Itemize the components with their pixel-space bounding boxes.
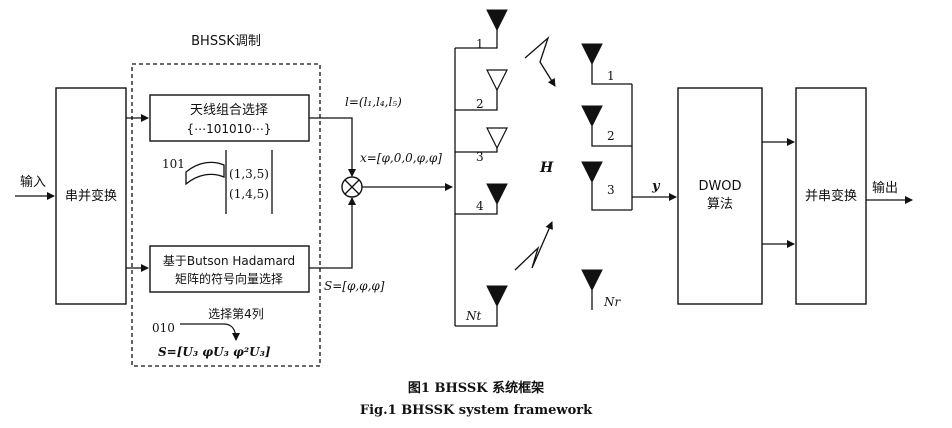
tx2-label: 2: [476, 97, 484, 111]
caption-english: Fig.1 BHSSK system framework: [360, 403, 593, 418]
modulation-title: BHSSK调制: [191, 34, 261, 49]
l-to-combiner-line: [309, 117, 356, 177]
s-matrix: S=[U₃ φU₃ φ²U₃]: [158, 345, 271, 359]
combination-1: (1,3,5): [229, 167, 269, 181]
rx2-antenna-icon: [581, 105, 603, 128]
rxnr-antenna-icon: [581, 269, 603, 292]
bits-010: 010: [152, 321, 175, 335]
antenna-combination-box: [149, 94, 310, 142]
tx4-label: 4: [476, 199, 484, 213]
rx1-feed: [591, 64, 632, 85]
rxnr-label: Nr: [603, 295, 622, 309]
txnt-feed: [455, 306, 498, 327]
output-label: 输出: [872, 180, 898, 196]
tx1-antenna-icon: [486, 9, 508, 32]
caption-chinese: 图1 BHSSK 系统框架: [408, 380, 544, 396]
input-label: 输入: [20, 174, 46, 190]
butson-hadamard-box: [149, 245, 310, 293]
tx1-feed: [455, 28, 498, 49]
serial-parallel-box: [55, 87, 127, 305]
bhssk-modulation-group: [131, 63, 321, 367]
tx3-label: 3: [476, 150, 484, 164]
txnt-antenna-icon: [486, 285, 508, 308]
tx4-antenna-icon: [486, 183, 508, 206]
tx3-antenna-icon: [486, 127, 508, 150]
dwod-subtitle: 算法: [707, 197, 733, 212]
x-vector-label: x=[φ,0,0,φ,φ]: [360, 151, 442, 165]
channel-label: H: [539, 160, 554, 176]
rx3-antenna-icon: [581, 161, 603, 184]
parallel-serial-box: [795, 87, 867, 305]
column-select-arrow: [180, 323, 240, 341]
tx2-feed: [455, 88, 498, 111]
dwod-title: DWOD: [698, 179, 741, 194]
channel-zigzag-top: [524, 35, 556, 87]
y-label: y: [651, 179, 661, 194]
tx4-feed: [455, 204, 498, 215]
l-vector-label: l=(l₁,l₄,l₅): [345, 95, 402, 109]
tx1-label: 1: [476, 37, 484, 51]
rx2-label: 2: [607, 129, 615, 143]
rx2-feed: [591, 126, 632, 147]
mapping-arrow-shape: [185, 161, 225, 186]
multiplier-cross-b: [344, 179, 360, 195]
rx1-label: 1: [607, 69, 615, 83]
txnt-label: Nt: [465, 309, 482, 323]
bits-101: 101: [162, 157, 185, 171]
rx3-feed: [591, 182, 632, 211]
parallel-serial-label: 并串变换: [805, 188, 857, 204]
select-column-label: 选择第4列: [208, 307, 264, 321]
rx3-label: 3: [607, 183, 615, 197]
butson-hadamard-subtitle: 矩阵的符号向量选择: [175, 271, 283, 286]
serial-parallel-label: 串并变换: [65, 188, 117, 204]
antenna-combination-set: {⋯101010⋯}: [186, 122, 271, 136]
channel-zigzag-bottom: [514, 221, 553, 271]
combination-2: (1,4,5): [229, 187, 269, 201]
s-to-combiner-line: [309, 197, 356, 269]
antenna-combination-title: 天线组合选择: [190, 103, 268, 118]
s-vector-label: S=[φ,φ,φ]: [324, 279, 385, 293]
dwod-box: [677, 87, 763, 305]
rx1-antenna-icon: [581, 43, 603, 66]
butson-hadamard-title: 基于Butson Hadamard: [163, 254, 295, 268]
tx2-antenna-icon: [486, 69, 508, 92]
